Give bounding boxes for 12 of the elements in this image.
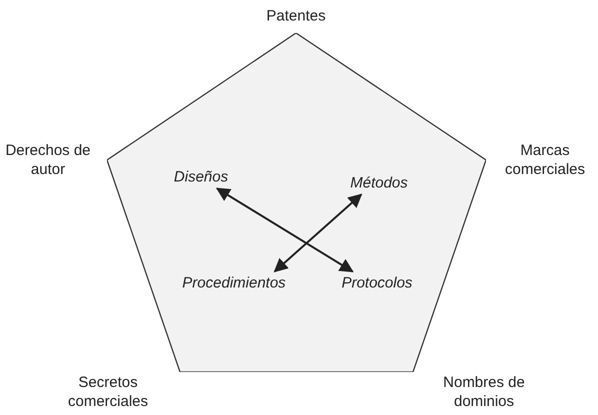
vertex-label: Derechos de autor: [4, 141, 92, 179]
node-label: Métodos: [350, 174, 408, 192]
double-arrow: [216, 188, 354, 272]
vertex-label: Patentes: [265, 6, 327, 26]
node-label: Diseños: [174, 168, 228, 186]
double-arrow: [274, 194, 362, 272]
vertex-label: Secretos comerciales: [66, 373, 150, 411]
vertex-label: Nombres de dominios: [442, 373, 526, 411]
node-label: Procedimientos: [182, 274, 286, 292]
pentagon-shape: [107, 33, 486, 372]
node-label: Protocolos: [342, 274, 412, 292]
vertex-label: Marcas comerciales: [504, 141, 586, 179]
